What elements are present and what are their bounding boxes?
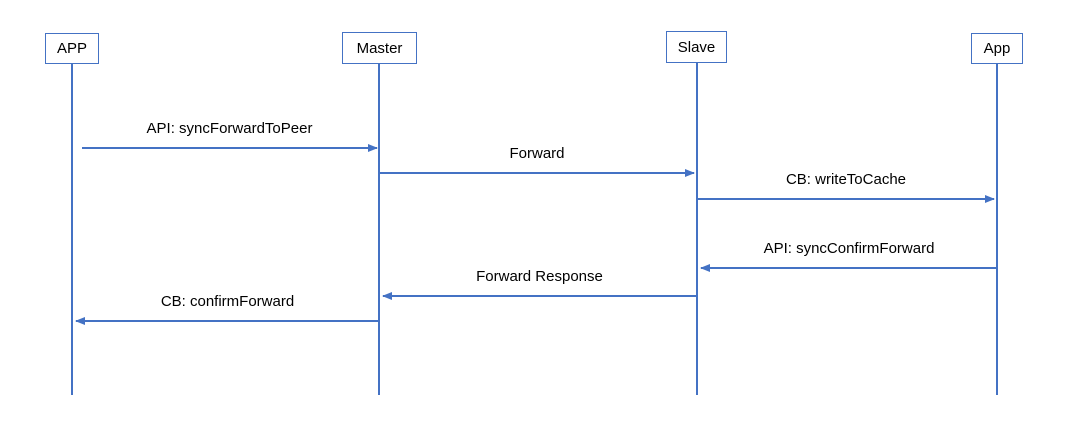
message-label: Forward <box>509 145 565 162</box>
arrow-right-icon <box>380 172 694 174</box>
arrow-right-icon <box>82 147 377 149</box>
message-label: CB: writeToCache <box>785 171 907 188</box>
message-label: Forward Response <box>476 268 603 285</box>
message-label: CB: confirmForward <box>160 293 295 310</box>
actor-box-master: Master <box>342 32 417 64</box>
message-write-to-cache: CB: writeToCache <box>698 170 994 200</box>
lifeline-master <box>378 64 380 395</box>
lifeline-app <box>996 64 998 395</box>
arrow-left-icon <box>383 295 696 297</box>
message-label: API: syncForwardToPeer <box>146 120 313 137</box>
lifeline-app-caps <box>71 64 73 395</box>
actor-box-app-caps: APP <box>45 33 99 64</box>
actor-box-app: App <box>971 33 1023 64</box>
arrow-left-icon <box>701 267 997 269</box>
actor-label-app-caps: APP <box>56 40 87 57</box>
message-label: API: syncConfirmForward <box>763 240 935 257</box>
lifeline-slave <box>696 63 698 395</box>
actor-box-slave: Slave <box>666 31 727 63</box>
actor-label-master: Master <box>356 39 403 57</box>
message-sync-confirm-forward: API: syncConfirmForward <box>701 239 997 269</box>
message-forward: Forward <box>380 144 694 174</box>
actor-label-app: App <box>983 40 1011 57</box>
message-sync-forward-to-peer: API: syncForwardToPeer <box>82 119 377 149</box>
arrow-right-icon <box>698 198 994 200</box>
message-confirm-forward: CB: confirmForward <box>76 292 379 322</box>
actor-label-slave: Slave <box>677 38 716 56</box>
arrow-left-icon <box>76 320 379 322</box>
message-forward-response: Forward Response <box>383 267 696 297</box>
